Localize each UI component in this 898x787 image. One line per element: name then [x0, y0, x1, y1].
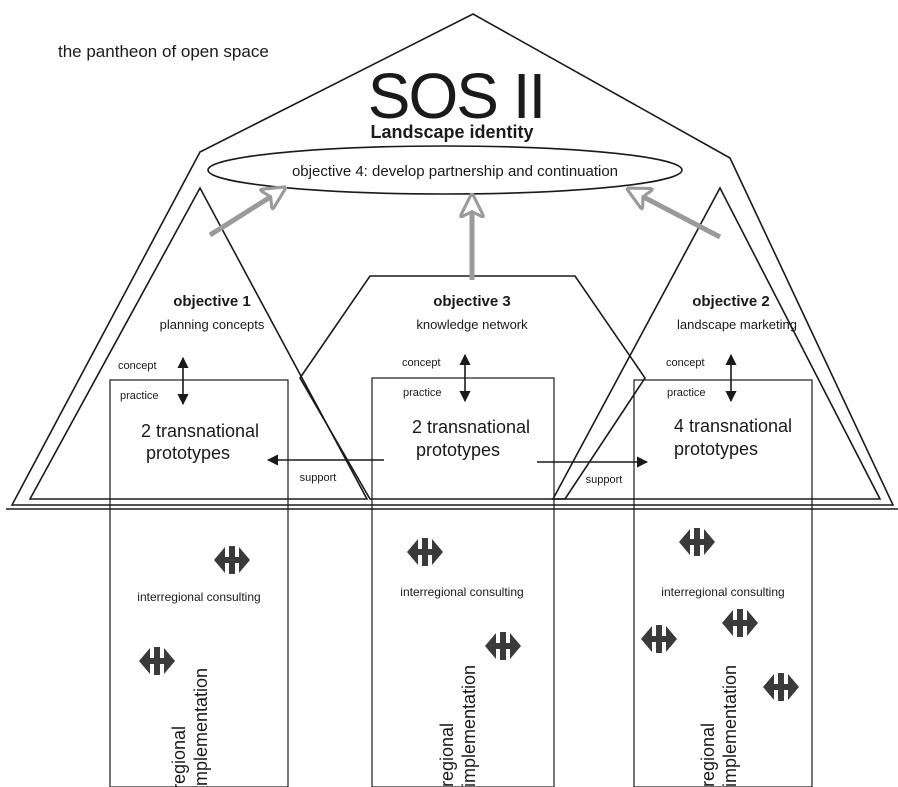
title-text: SOS II	[368, 60, 545, 132]
support-label-left: support	[300, 472, 337, 484]
objective-3-name: objective 3	[433, 293, 511, 310]
objective-4-ellipse	[207, 145, 683, 195]
objective-1-implementation: regional implementation	[169, 668, 211, 787]
exchange-icon	[485, 632, 521, 660]
exchange-icon	[679, 528, 715, 556]
arrow-obj1-to-obj4	[208, 189, 283, 238]
subtitle-text: Landscape identity	[370, 122, 533, 142]
objective-3-hexagon	[299, 275, 646, 500]
objective-2-sub: landscape marketing	[677, 317, 797, 332]
exchange-icon	[641, 625, 677, 653]
exchange-icon	[139, 647, 175, 675]
pantheon-outline	[10, 13, 895, 506]
objective-2-practice: practice	[667, 387, 706, 399]
objective-2-name: objective 2	[692, 293, 770, 310]
objective-1-sub: planning concepts	[160, 317, 265, 332]
objective-1-triangle	[28, 186, 369, 500]
objective-2-prototype-2: prototypes	[674, 439, 758, 459]
objective-2-concept: concept	[666, 357, 705, 369]
objective-3-implementation: regional implementation	[437, 665, 479, 787]
objective-4-label: objective 4: develop partnership and con…	[292, 163, 618, 180]
exchange-icon	[722, 609, 758, 637]
column-objective-2	[633, 379, 813, 787]
objective-1-concept: concept	[118, 360, 157, 372]
objective-3-prototype-2: prototypes	[416, 440, 500, 460]
column-objective-1	[109, 379, 289, 787]
support-label-right: support	[586, 474, 623, 486]
objective-2-prototype-1: 4 transnational	[674, 416, 792, 436]
objective-3-prototype-1: 2 transnational	[412, 417, 530, 437]
exchange-icon	[214, 546, 250, 574]
objective-3-concept: concept	[402, 357, 441, 369]
objective-1-consulting: interregional consulting	[137, 590, 260, 604]
objective-3-practice: practice	[403, 387, 442, 399]
objective-2-triangle	[551, 186, 882, 500]
caption-text: the pantheon of open space	[58, 42, 269, 61]
objective-1-practice: practice	[120, 390, 159, 402]
exchange-icon	[763, 673, 799, 701]
objective-1-prototype-1: 2 transnational	[141, 421, 259, 441]
objective-3-consulting: interregional consulting	[400, 585, 523, 599]
exchange-icon	[407, 538, 443, 566]
objective-3-sub: knowledge network	[416, 317, 528, 332]
objective-2-consulting: interregional consulting	[661, 585, 784, 599]
objective-1-prototype-2: prototypes	[146, 443, 230, 463]
objective-1-name: objective 1	[173, 293, 251, 310]
objective-2-implementation: regional implementation	[698, 665, 740, 787]
arrow-obj2-to-obj4	[630, 190, 722, 240]
